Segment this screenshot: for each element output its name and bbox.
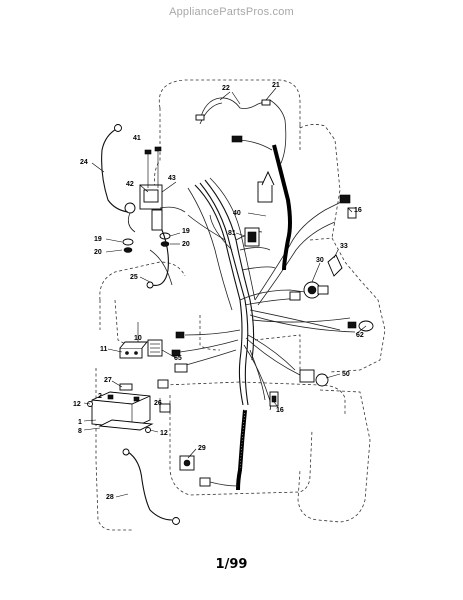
callout-16-upper: 16	[354, 207, 362, 214]
center-left-components	[119, 322, 188, 373]
callout-65: 65	[174, 355, 182, 362]
component-29	[179, 455, 239, 487]
callout-20-right: 20	[182, 241, 190, 248]
callout-2: 2	[98, 393, 102, 400]
callout-22: 22	[222, 85, 230, 92]
main-wire-harness	[149, 177, 356, 411]
page-number: 1/99	[215, 557, 248, 572]
coil-wire-lower	[236, 409, 247, 491]
callout-27: 27	[104, 377, 112, 384]
right-components	[244, 170, 374, 407]
callout-81: 81	[228, 230, 236, 237]
callout-62: 62	[356, 332, 364, 339]
callout-12-right: 12	[160, 430, 168, 437]
callout-8: 8	[78, 428, 82, 435]
callout-28: 28	[106, 494, 114, 501]
solenoid-assembly	[124, 146, 186, 233]
headlight-harness	[195, 97, 287, 166]
callouts: 22 21 41 24 42 43 40 16 81 19 20 19 20 3…	[73, 82, 364, 501]
callout-12-left: 12	[73, 401, 81, 408]
callout-10: 10	[134, 335, 142, 342]
callout-16-lower: 16	[276, 407, 284, 414]
cable-25	[146, 229, 169, 289]
watermark: AppliancePartsPros.com	[169, 6, 294, 18]
callout-20-left: 20	[94, 249, 102, 256]
cable-28	[122, 448, 180, 525]
cable-24	[101, 124, 129, 213]
coil-wire-upper	[269, 144, 292, 271]
callout-24: 24	[80, 159, 88, 166]
callout-30: 30	[316, 257, 324, 264]
washers	[122, 232, 171, 253]
leader-lines	[83, 87, 367, 498]
callout-1: 1	[78, 419, 82, 426]
callout-21: 21	[272, 82, 280, 89]
callout-19-left: 19	[94, 236, 102, 243]
callout-29: 29	[198, 445, 206, 452]
callout-25: 25	[130, 274, 138, 281]
callout-19-right: 19	[182, 228, 190, 235]
callout-43: 43	[168, 175, 176, 182]
callout-11: 11	[100, 346, 108, 353]
callout-33: 33	[340, 243, 348, 250]
callout-40: 40	[233, 210, 241, 217]
callout-42: 42	[126, 181, 134, 188]
callout-50: 50	[342, 371, 350, 378]
callout-26: 26	[154, 400, 162, 407]
callout-41: 41	[133, 135, 141, 142]
battery	[87, 379, 171, 433]
